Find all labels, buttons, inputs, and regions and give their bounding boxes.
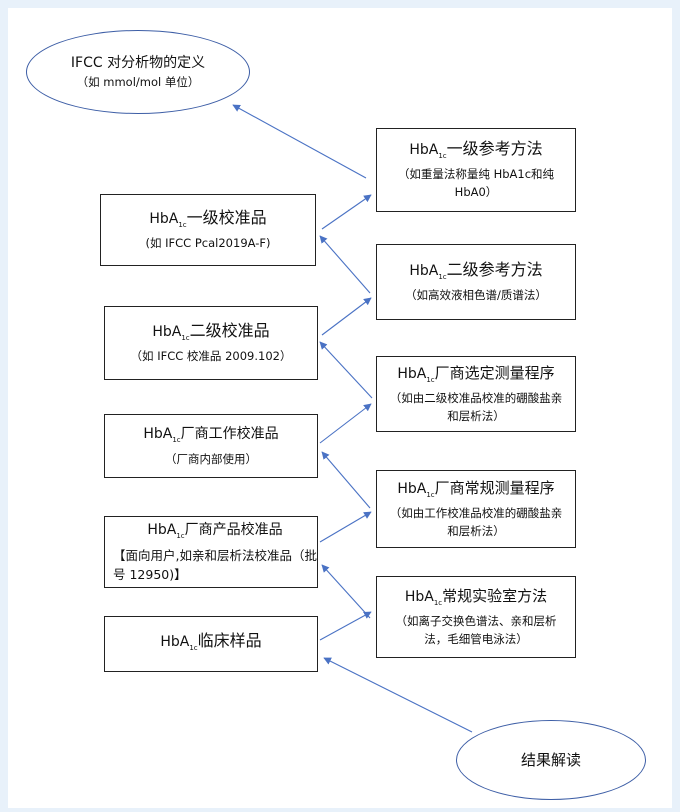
arrow-secondary-calibrator-to-secondary-method	[321, 297, 372, 336]
box-title: HbA1c二级参考方法	[409, 259, 543, 281]
box-title: HbA1c临床样品	[160, 630, 262, 652]
box-title: HbA1c厂商选定测量程序	[397, 363, 555, 384]
product-calibrator-box: HbA1c厂商产品校准品 【面向用户,如亲和层析法校准品（批号 12950)】	[104, 516, 318, 588]
arrow-result-to-clinical-sample	[323, 657, 473, 733]
box-title: HbA1c一级参考方法	[409, 138, 543, 160]
box-title: HbA1c二级校准品	[152, 320, 270, 342]
arrow-routine-procedure-to-working-calibrator	[321, 451, 371, 509]
definition-subtitle: （如 mmol/mol 单位）	[76, 75, 200, 89]
result-label: 结果解读	[520, 751, 581, 769]
arrow-clinical-sample-to-lab-method	[319, 611, 372, 641]
box-subtitle: （如由工作校准品校准的硼酸盐亲和层析法）	[389, 506, 563, 539]
box-subtitle: （如高效液相色谱/质谱法）	[405, 288, 547, 303]
result-interpretation-ellipse: 结果解读	[456, 720, 646, 800]
secondary-calibrator-box: HbA1c二级校准品 （如 IFCC 校准品 2009.102）	[104, 306, 318, 380]
box-subtitle: 【面向用户,如亲和层析法校准品（批号 12950)】	[113, 547, 317, 582]
primary-calibrator-box: HbA1c一级校准品 (如 IFCC Pcal2019A-F)	[100, 194, 316, 266]
arrow-working-calibrator-to-selected-procedure	[319, 403, 372, 444]
box-title: HbA1c厂商工作校准品	[143, 426, 279, 444]
clinical-sample-box: HbA1c临床样品	[104, 616, 318, 672]
arrow-primary-method-to-definition	[232, 104, 367, 179]
arrow-product-calibrator-to-routine-procedure	[319, 511, 372, 543]
box-title: HbA1c常规实验室方法	[404, 586, 548, 607]
analyte-definition-ellipse: IFCC 对分析物的定义 （如 mmol/mol 单位）	[26, 30, 250, 114]
arrow-primary-calibrator-to-primary-method	[321, 194, 372, 230]
box-subtitle: （如由二级校准品校准的硼酸盐亲和层析法）	[389, 391, 563, 424]
box-subtitle: （如 IFCC 校准品 2009.102）	[130, 349, 292, 364]
box-subtitle: （如重量法称量纯 HbA1c和纯 HbA0）	[397, 167, 555, 200]
box-title: HbA1c厂商产品校准品	[147, 522, 283, 540]
box-title: HbA1c一级校准品	[149, 207, 267, 229]
arrow-secondary-method-to-primary-calibrator	[319, 235, 371, 294]
primary-reference-method-box: HbA1c一级参考方法 （如重量法称量纯 HbA1c和纯 HbA0）	[376, 128, 576, 212]
box-title: HbA1c厂商常规测量程序	[397, 478, 555, 499]
arrow-lab-method-to-product-calibrator	[321, 564, 371, 619]
box-subtitle: (如 IFCC Pcal2019A-F)	[145, 236, 271, 251]
working-calibrator-box: HbA1c厂商工作校准品 （厂商内部使用）	[104, 414, 318, 478]
definition-title: IFCC 对分析物的定义	[70, 55, 206, 71]
box-subtitle: （厂商内部使用）	[165, 451, 257, 466]
secondary-reference-method-box: HbA1c二级参考方法 （如高效液相色谱/质谱法）	[376, 244, 576, 320]
selected-measurement-procedure-box: HbA1c厂商选定测量程序 （如由二级校准品校准的硼酸盐亲和层析法）	[376, 356, 576, 432]
routine-lab-method-box: HbA1c常规实验室方法 （如离子交换色谱法、亲和层析法，毛细管电泳法）	[376, 576, 576, 658]
box-subtitle: （如离子交换色谱法、亲和层析法，毛细管电泳法）	[395, 614, 557, 647]
routine-measurement-procedure-box: HbA1c厂商常规测量程序 （如由工作校准品校准的硼酸盐亲和层析法）	[376, 470, 576, 548]
arrow-selected-procedure-to-secondary-calibrator	[319, 341, 373, 399]
